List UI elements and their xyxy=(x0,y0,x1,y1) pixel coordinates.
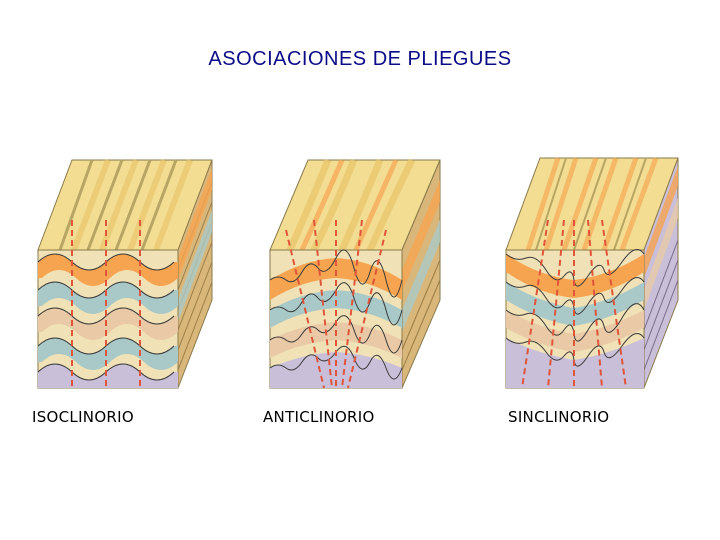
axial-plane-lines xyxy=(521,219,627,389)
sinclinorio-block xyxy=(498,150,688,390)
caption-isoclinorio: ISOCLINORIO xyxy=(32,408,134,426)
diagram-title: ASOCIACIONES DE PLIEGUES xyxy=(208,48,512,70)
sinclinorio-illustration xyxy=(505,157,679,389)
axial-plane-lines xyxy=(71,220,141,388)
caption-anticlinorio: ANTICLINORIO xyxy=(263,408,375,426)
isoclinorio-illustration xyxy=(37,158,213,389)
anticlinorio-illustration xyxy=(269,158,441,389)
axial-plane-lines xyxy=(285,219,387,389)
isoclinorio-block xyxy=(30,150,220,390)
caption-sinclinorio: SINCLINORIO xyxy=(508,408,610,426)
anticlinorio-block xyxy=(262,150,452,390)
